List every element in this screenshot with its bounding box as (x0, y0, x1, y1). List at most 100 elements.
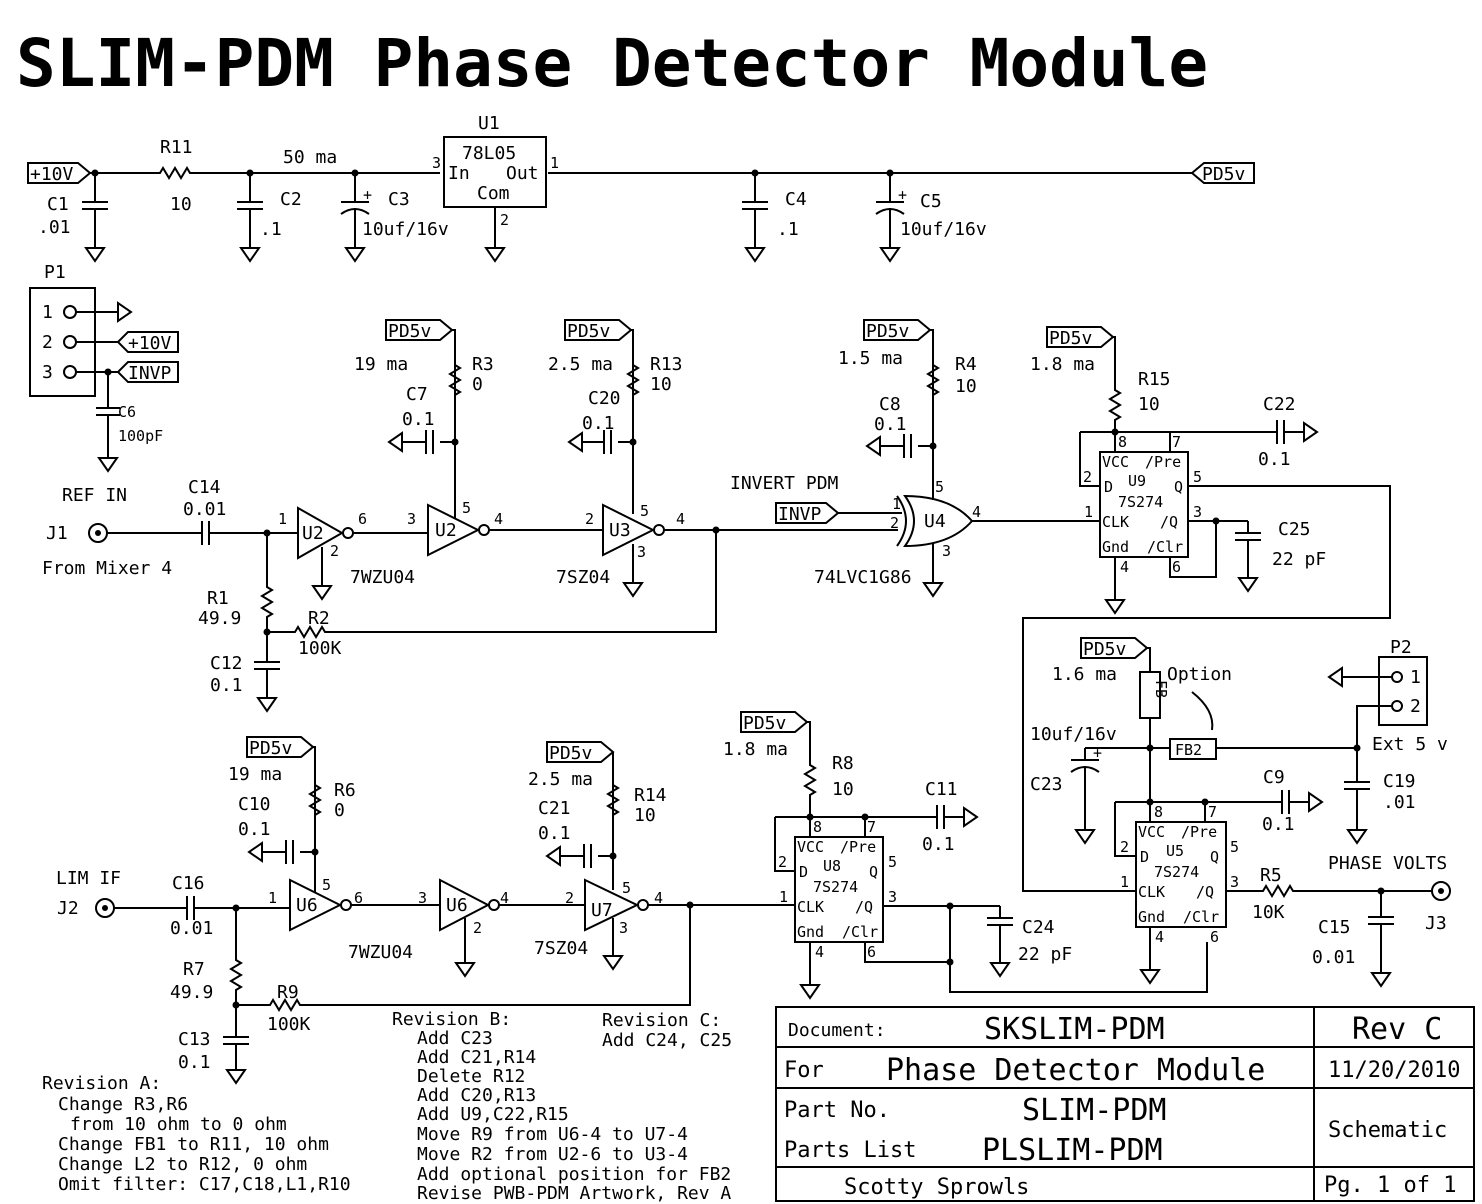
p1-pin2: 2 (42, 332, 53, 353)
r9-value: 100K (267, 1014, 311, 1035)
jack-j2 (95, 898, 115, 918)
svg-text:from 10 ohm to 0 ohm: from 10 ohm to 0 ohm (70, 1114, 287, 1135)
svg-text:/Clr: /Clr (842, 923, 878, 941)
svg-text:CLK: CLK (1138, 883, 1165, 901)
svg-text:/Q: /Q (1196, 883, 1214, 901)
u2a-pin-in: 1 (278, 510, 287, 528)
flipflop-u9 (1099, 451, 1189, 558)
pwr-port-pd5v-u4: PD5v (863, 319, 932, 342)
capacitor-c15 (1367, 904, 1395, 937)
svg-text:CLK: CLK (797, 898, 824, 916)
svg-text:PD5v: PD5v (388, 321, 431, 342)
pwr-port-pd5v-u7: PD5v (546, 741, 615, 764)
capacitor-c2 (236, 189, 264, 222)
svg-text:Delete R12: Delete R12 (417, 1066, 525, 1087)
svg-text:8: 8 (1154, 803, 1163, 821)
u2b-pin-in: 3 (407, 510, 416, 528)
svg-text:INVP: INVP (778, 504, 822, 525)
r11-value: 10 (170, 194, 192, 215)
u4-part: 74LVC1G86 (814, 567, 912, 588)
svg-text:7: 7 (1172, 433, 1181, 451)
inverter-u2b (427, 503, 490, 557)
r9-ref: R9 (277, 982, 299, 1003)
r13-value: 10 (650, 374, 672, 395)
svg-text:Q: Q (869, 863, 878, 881)
pwr-port-pd5v-u8: PD5v (740, 711, 809, 734)
svg-text:PD5v: PD5v (1049, 328, 1092, 349)
svg-text:Move R2 from U2-6 to U3-4: Move R2 from U2-6 to U3-4 (417, 1144, 688, 1165)
svg-text:Q: Q (1174, 478, 1183, 496)
svg-text:Gnd: Gnd (1102, 538, 1129, 556)
svg-text:U5: U5 (1166, 842, 1184, 860)
pwr-port-pd5v-u9: PD5v (1046, 326, 1115, 349)
u9-current: 1.8 ma (1030, 354, 1095, 375)
svg-text:Change R3,R6: Change R3,R6 (58, 1094, 188, 1115)
svg-text:PD5v: PD5v (1083, 639, 1126, 660)
svg-text:1: 1 (1084, 503, 1093, 521)
resistor-r11 (154, 167, 196, 179)
ferrite-bead-fb2: FB2 (1169, 738, 1217, 760)
svg-text:Add C23: Add C23 (417, 1028, 493, 1049)
svg-text:VCC: VCC (797, 838, 824, 856)
svg-text:PD5v: PD5v (1202, 164, 1245, 185)
phase-volts-label: PHASE VOLTS (1328, 853, 1447, 874)
u6a-pin-out: 6 (354, 889, 363, 907)
svg-text:/Q: /Q (855, 898, 873, 916)
resistor-r1 (261, 581, 273, 623)
svg-text:7: 7 (867, 818, 876, 836)
regulator-u1 (443, 136, 547, 208)
xor-gate-u4 (896, 494, 974, 548)
svg-text:/Clr: /Clr (1147, 538, 1183, 556)
svg-text:+10V: +10V (128, 333, 172, 354)
p2-pin1: 1 (1410, 667, 1421, 688)
u7-part: 7SZ04 (534, 938, 588, 959)
c10-ref: C10 (238, 794, 271, 815)
svg-text:7S274: 7S274 (1154, 863, 1199, 881)
r3-ref: R3 (472, 354, 494, 375)
invert-pdm-label: INVERT PDM (730, 473, 839, 494)
svg-text:2: 2 (1120, 838, 1129, 856)
svg-text:PD5v: PD5v (567, 321, 610, 342)
svg-text:6: 6 (1172, 558, 1181, 576)
c12-ref: C12 (210, 653, 243, 674)
r8-ref: R8 (832, 753, 854, 774)
r13-ref: R13 (650, 354, 683, 375)
jack-j3 (1431, 881, 1451, 901)
c25-value: 22 pF (1272, 549, 1326, 570)
svg-text:VCC: VCC (1102, 453, 1129, 471)
from-mixer-label: From Mixer 4 (42, 558, 172, 579)
svg-text:D: D (1104, 478, 1113, 496)
svg-text:/Clr: /Clr (1183, 908, 1219, 926)
svg-text:U8: U8 (823, 857, 841, 875)
capacitor-c23 (1070, 743, 1104, 781)
c3-ref: C3 (388, 189, 410, 210)
c15-value: 0.01 (1312, 947, 1355, 968)
c13-value: 0.1 (178, 1052, 211, 1073)
r8-value: 10 (832, 779, 854, 800)
svg-text:FB2: FB2 (1175, 741, 1202, 759)
c16-value: 0.01 (170, 918, 213, 939)
c22-value: 0.1 (1258, 449, 1291, 470)
svg-text:Add U9,C22,R15: Add U9,C22,R15 (417, 1104, 569, 1125)
r7-ref: R7 (183, 959, 205, 980)
resistor-r15 (1109, 384, 1121, 426)
u2b-ref: U2 (435, 520, 457, 541)
svg-text:Change L2 to R12, 0 ohm: Change L2 to R12, 0 ohm (58, 1154, 307, 1175)
svg-text:5: 5 (888, 853, 897, 871)
c5-value: 10uf/16v (900, 219, 987, 240)
c23-ref: C23 (1030, 774, 1063, 795)
u3-pin-out: 4 (676, 510, 685, 528)
svg-text:D: D (1140, 848, 1149, 866)
capacitor-c24 (986, 905, 1014, 938)
svg-text:7S274: 7S274 (1118, 493, 1163, 511)
pwr-port-10v: +10V (27, 162, 92, 185)
u2b-pin-out: 4 (494, 510, 503, 528)
c20-value: 0.1 (582, 413, 615, 434)
svg-text:6: 6 (867, 943, 876, 961)
r2-ref: R2 (308, 608, 330, 629)
pwr-port-10v-p1: +10V (116, 331, 179, 354)
svg-text:Add C21,R14: Add C21,R14 (417, 1047, 536, 1068)
capacitor-c4 (741, 189, 769, 222)
r1-ref: R1 (207, 588, 229, 609)
inverter-u7 (584, 878, 649, 932)
